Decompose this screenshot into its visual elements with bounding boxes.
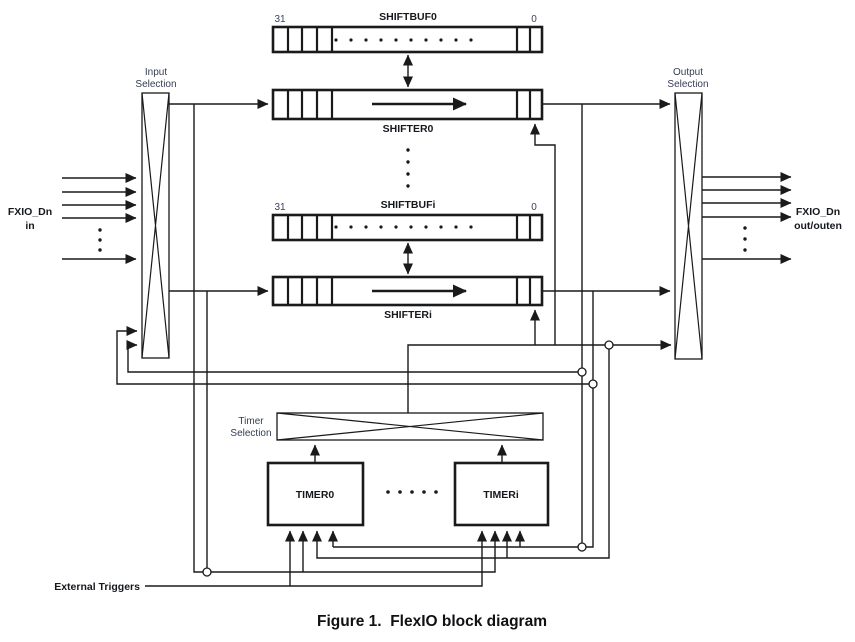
shifteri-register: [271, 275, 544, 307]
fxio-in-label-line1: FXIO_Dn: [8, 206, 52, 218]
input-selection-crossbar: [141, 92, 170, 359]
external-triggers-label: External Triggers: [54, 581, 140, 593]
fxio-out-label-line2: out/outen: [794, 220, 842, 232]
fxio-input-arrows: [62, 173, 137, 264]
shiftbufi-ellipsis-dots: [334, 225, 473, 229]
timeri-label: TIMERi: [483, 489, 519, 501]
timer0-box: [266, 461, 365, 527]
shiftbuf0-bit31-label: 31: [274, 14, 286, 25]
output-selection-crossbar: [674, 92, 703, 360]
shiftbuf0-label: SHIFTBUF0: [379, 11, 437, 23]
shiftbufi-label: SHIFTBUFi: [381, 199, 436, 211]
shiftbuf0-bit0-label: 0: [531, 14, 537, 25]
fxio-in-ellipsis-dots: [98, 228, 102, 252]
timer-ellipsis-dots: [386, 490, 438, 494]
shifteri-label: SHIFTERi: [384, 309, 432, 321]
input-selection-label-line1: Input: [145, 67, 167, 78]
shiftbuf0-register: [271, 25, 544, 54]
shifter-section-ellipsis-dots: [406, 148, 410, 188]
shiftbuf0-ellipsis-dots: [334, 38, 473, 42]
shiftbufi-register: [271, 213, 544, 242]
fxio-out-label-line1: FXIO_Dn: [796, 206, 840, 218]
timeri-box: [453, 461, 550, 527]
fxio-in-label-line2: in: [25, 220, 34, 232]
fxio-output-arrows: [702, 172, 792, 264]
input-selection-label-line2: Selection: [135, 79, 176, 90]
shiftbufi-bit31-label: 31: [274, 202, 286, 213]
output-selection-label-line1: Output: [673, 67, 703, 78]
output-selection-label-line2: Selection: [667, 79, 708, 90]
junction-circles: [202, 340, 614, 577]
timer-selection-label-line2: Selection: [230, 428, 271, 439]
shifter0-label: SHIFTER0: [383, 123, 434, 135]
shiftbufi-bit0-label: 0: [531, 202, 537, 213]
timer0-label: TIMER0: [296, 489, 335, 501]
fxio-out-ellipsis-dots: [743, 226, 747, 252]
figure-caption: Figure 1. FlexIO block diagram: [317, 613, 547, 630]
timer-selection-label-line1: Timer: [238, 416, 264, 427]
timer-selection-crossbar: [276, 412, 544, 441]
shifter0-register: [271, 88, 544, 121]
routing-lines: [116, 54, 672, 587]
